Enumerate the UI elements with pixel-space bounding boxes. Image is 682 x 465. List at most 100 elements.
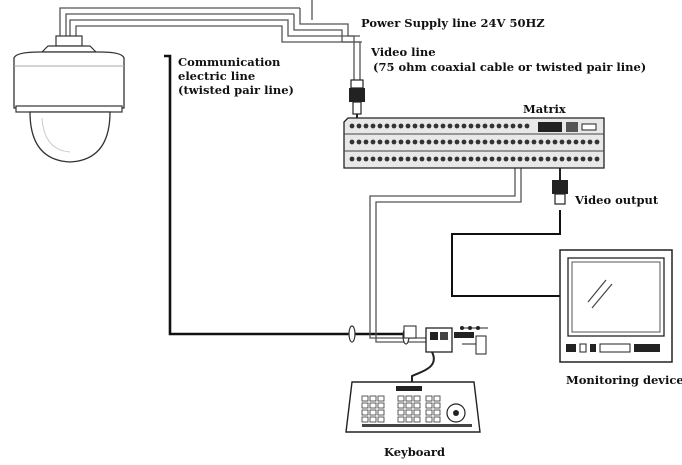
keyboard-key <box>425 409 433 416</box>
matrix-port <box>363 139 369 145</box>
matrix-port <box>363 123 369 129</box>
keyboard-key <box>425 416 433 423</box>
keyboard-key <box>413 409 421 416</box>
matrix-port <box>461 156 467 162</box>
matrix-port <box>517 156 523 162</box>
matrix-port <box>426 156 432 162</box>
matrix-port <box>524 156 530 162</box>
matrix-port <box>587 139 593 145</box>
matrix-port <box>475 156 481 162</box>
matrix-port <box>482 123 488 129</box>
matrix-port <box>517 139 523 145</box>
matrix-port <box>524 123 530 129</box>
matrix-port <box>580 156 586 162</box>
matrix-port <box>426 123 432 129</box>
matrix-port <box>419 139 425 145</box>
matrix-port <box>454 156 460 162</box>
matrix-port <box>440 139 446 145</box>
matrix-port <box>419 123 425 129</box>
matrix-port <box>419 156 425 162</box>
matrix-port <box>454 123 460 129</box>
monitoring-device-label: Monitoring device <box>566 373 682 387</box>
matrix-port <box>454 139 460 145</box>
keyboard-key <box>369 416 377 423</box>
matrix-port <box>440 123 446 129</box>
keyboard-key <box>369 395 377 402</box>
matrix-port <box>531 156 537 162</box>
keyboard-key <box>397 416 405 423</box>
matrix-port <box>405 139 411 145</box>
keyboard-key <box>405 409 413 416</box>
keyboard-key <box>433 416 441 423</box>
matrix-port <box>503 123 509 129</box>
matrix-label: Matrix <box>523 102 566 116</box>
matrix-port <box>552 156 558 162</box>
keyboard-key <box>405 416 413 423</box>
keyboard-key <box>433 402 441 409</box>
matrix-port <box>538 139 544 145</box>
matrix-port <box>398 139 404 145</box>
matrix-port <box>426 139 432 145</box>
matrix-port <box>370 156 376 162</box>
matrix-port <box>503 139 509 145</box>
matrix-port <box>461 123 467 129</box>
matrix-port <box>538 156 544 162</box>
matrix-port <box>356 156 362 162</box>
matrix-port <box>573 156 579 162</box>
keyboard-key <box>361 416 369 423</box>
matrix-port <box>482 139 488 145</box>
matrix-port <box>524 139 530 145</box>
keyboard-key <box>413 402 421 409</box>
matrix-port <box>405 156 411 162</box>
matrix-port <box>482 156 488 162</box>
matrix-port <box>489 123 495 129</box>
matrix-port <box>573 139 579 145</box>
matrix-port <box>475 139 481 145</box>
matrix-port <box>447 156 453 162</box>
matrix-keyboard-lines <box>369 168 522 343</box>
matrix-icon <box>343 117 605 169</box>
matrix-port <box>433 139 439 145</box>
matrix-port <box>370 123 376 129</box>
video-line-detail-label: (75 ohm coaxial cable or twisted pair li… <box>373 60 647 74</box>
matrix-port <box>377 139 383 145</box>
matrix-port <box>433 156 439 162</box>
matrix-port <box>398 156 404 162</box>
keyboard-key <box>405 395 413 402</box>
matrix-port <box>559 156 565 162</box>
matrix-port <box>356 139 362 145</box>
matrix-port <box>496 139 502 145</box>
matrix-port <box>384 139 390 145</box>
keyboard-key <box>369 402 377 409</box>
matrix-port <box>468 156 474 162</box>
matrix-port <box>517 123 523 129</box>
matrix-port <box>447 123 453 129</box>
matrix-port <box>363 156 369 162</box>
matrix-port <box>377 123 383 129</box>
matrix-port <box>349 123 355 129</box>
dome-camera-icon <box>13 35 125 163</box>
communication-twisted-label: (twisted pair line) <box>178 83 294 97</box>
keyboard-key <box>361 402 369 409</box>
matrix-port-grid <box>349 123 600 162</box>
video-output-connector-icon <box>552 168 568 205</box>
matrix-port <box>489 139 495 145</box>
keyboard-key <box>377 409 385 416</box>
matrix-port <box>391 156 397 162</box>
keyboard-icon <box>345 381 481 433</box>
matrix-port <box>545 156 551 162</box>
matrix-port <box>384 156 390 162</box>
keyboard-label: Keyboard <box>384 445 446 459</box>
matrix-port <box>349 139 355 145</box>
keyboard-key <box>397 395 405 402</box>
matrix-port <box>391 123 397 129</box>
video-line-label: Video line <box>371 45 436 59</box>
keyboard-key <box>413 416 421 423</box>
matrix-port <box>370 139 376 145</box>
keyboard-key <box>397 409 405 416</box>
matrix-port <box>356 123 362 129</box>
matrix-port <box>391 139 397 145</box>
matrix-port <box>433 123 439 129</box>
